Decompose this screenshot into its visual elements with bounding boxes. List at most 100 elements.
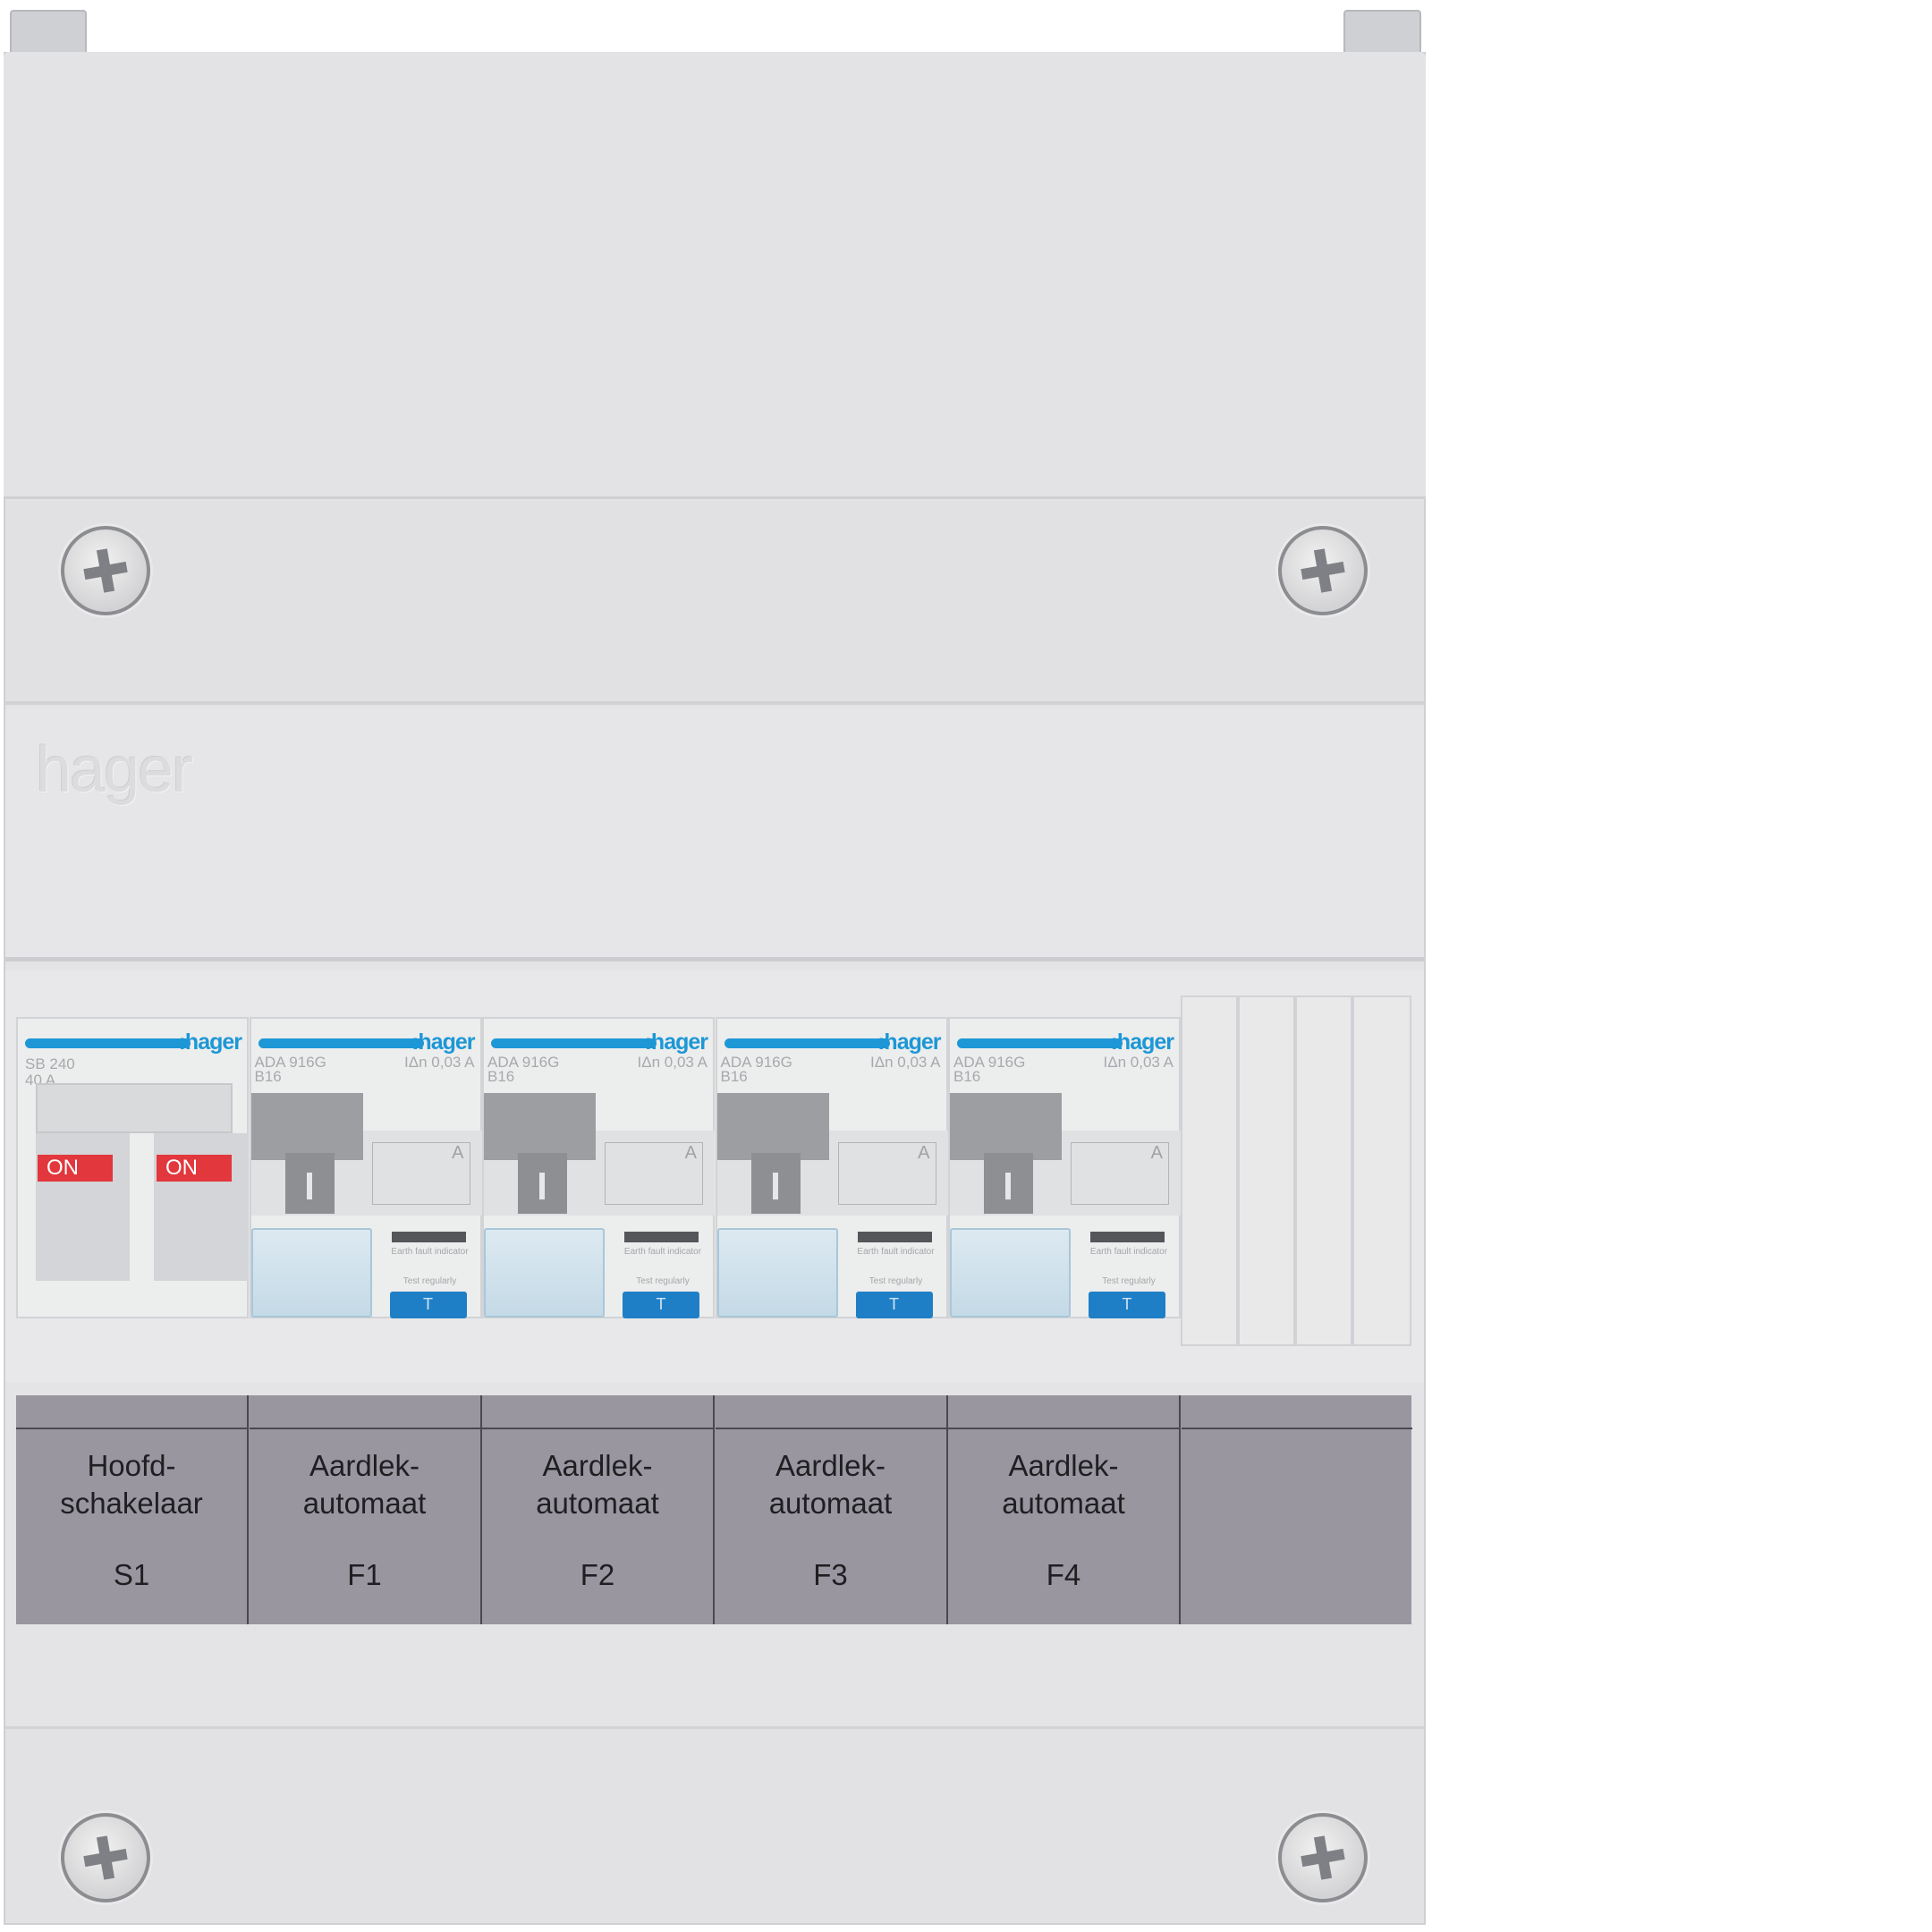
label-header — [482, 1395, 713, 1429]
breaker-lever[interactable] — [250, 1093, 363, 1160]
breaker-lever[interactable] — [716, 1093, 829, 1160]
test-button[interactable]: T — [623, 1292, 699, 1318]
label-header — [948, 1395, 1179, 1429]
test-label: Test regularly — [1102, 1276, 1156, 1286]
circuit-label: Aardlek- automaat F4 — [948, 1395, 1181, 1624]
curve-label: B16 — [720, 1068, 748, 1085]
screw-bottom-right — [1278, 1813, 1368, 1902]
label-id: F3 — [813, 1558, 848, 1591]
brand-bar — [491, 1038, 657, 1048]
model-label: ADA 916G — [720, 1054, 792, 1071]
label-line1: Hoofd- — [87, 1449, 176, 1482]
lever-stem[interactable] — [750, 1153, 801, 1214]
indicator-label: Earth fault indicator — [857, 1247, 935, 1257]
rcbo-module: :hager ADA 916G B16 IΔn 0,03 A A Earth f… — [482, 1017, 715, 1318]
indicator-label: Earth fault indicator — [623, 1247, 702, 1257]
wiring-diagram: A — [837, 1142, 936, 1205]
test-button[interactable]: T — [1089, 1292, 1165, 1318]
brand-bar — [25, 1038, 191, 1048]
label-line2: schakelaar — [60, 1487, 203, 1520]
breaker-lever[interactable] — [950, 1093, 1062, 1160]
class-label: A — [684, 1143, 697, 1163]
test-button[interactable]: T — [855, 1292, 933, 1318]
blank-slot — [1181, 996, 1238, 1346]
wiring-diagram: A — [605, 1142, 703, 1205]
rcbo-module: :hager ADA 916G B16 IΔn 0,03 A A Earth f… — [715, 1017, 948, 1318]
label-line2: automaat — [302, 1487, 427, 1520]
sensitivity-label: IΔn 0,03 A — [870, 1054, 941, 1071]
lever-stem[interactable] — [284, 1153, 335, 1214]
brand-bar — [258, 1038, 424, 1048]
blank-slot — [1238, 996, 1295, 1346]
model-label: ADA 916G — [254, 1054, 326, 1071]
screw-bottom-left — [61, 1813, 150, 1902]
sensitivity-label: IΔn 0,03 A — [404, 1054, 475, 1071]
class-label: A — [1150, 1143, 1163, 1163]
curve-label: B16 — [254, 1068, 282, 1085]
label-line1: Aardlek- — [775, 1449, 886, 1482]
brand-bar — [957, 1038, 1123, 1048]
label-header — [16, 1395, 247, 1429]
top-left-clip — [10, 10, 87, 55]
blank-slot — [1295, 996, 1352, 1346]
module-brand: :hager — [877, 1030, 941, 1055]
bottom-panel — [5, 1726, 1424, 1923]
label-window — [484, 1228, 605, 1318]
circuit-label: Aardlek- automaat F1 — [249, 1395, 482, 1624]
breaker-lever[interactable] — [484, 1093, 596, 1160]
label-id: S1 — [113, 1558, 150, 1591]
label-header — [249, 1395, 480, 1429]
wiring-diagram: A — [371, 1142, 470, 1205]
earth-fault-indicator — [391, 1232, 466, 1242]
module-brand: :hager — [411, 1030, 475, 1055]
rcbo-module: :hager ADA 916G B16 IΔn 0,03 A A Earth f… — [249, 1017, 482, 1318]
class-label: A — [452, 1143, 464, 1163]
lever-stem[interactable] — [518, 1153, 567, 1214]
class-label: A — [918, 1143, 930, 1163]
logo-panel — [5, 708, 1424, 962]
screw-top-left — [61, 526, 150, 615]
module-brand: :hager — [644, 1030, 708, 1055]
test-label: Test regularly — [402, 1276, 457, 1286]
module-brand: :hager — [1110, 1030, 1174, 1055]
label-strip: Hoofd- schakelaar S1 Aardlek- automaat F… — [16, 1395, 1412, 1624]
label-id: F2 — [580, 1558, 615, 1591]
label-window — [950, 1228, 1071, 1318]
screw-band — [5, 501, 1424, 705]
label-line2: automaat — [536, 1487, 659, 1520]
brand-bar — [724, 1038, 890, 1048]
main-switch-module: :hager SB 240 40 A ON ON — [16, 1017, 249, 1318]
wiring-diagram: A — [1071, 1142, 1169, 1205]
on-indicator-right: ON — [157, 1155, 232, 1182]
circuit-label: Hoofd- schakelaar S1 — [16, 1395, 249, 1624]
sensitivity-label: IΔn 0,03 A — [1103, 1054, 1174, 1071]
screw-top-right — [1278, 526, 1368, 615]
blank-slot — [1352, 996, 1411, 1346]
sensitivity-label: IΔn 0,03 A — [637, 1054, 708, 1071]
rcbo-module: :hager ADA 916G B16 IΔn 0,03 A A Earth f… — [948, 1017, 1181, 1318]
earth-fault-indicator — [1090, 1232, 1165, 1242]
switch-handle-bar[interactable] — [36, 1083, 233, 1133]
earth-fault-indicator — [624, 1232, 699, 1242]
top-right-clip — [1343, 10, 1421, 55]
test-label: Test regularly — [636, 1276, 690, 1286]
label-header — [1181, 1395, 1412, 1429]
indicator-label: Earth fault indicator — [391, 1247, 469, 1257]
model-label: SB 240 — [25, 1055, 75, 1072]
curve-label: B16 — [487, 1068, 515, 1085]
indicator-label: Earth fault indicator — [1089, 1247, 1168, 1257]
label-line1: Aardlek- — [309, 1449, 419, 1482]
label-window — [716, 1228, 838, 1318]
curve-label: B16 — [953, 1068, 981, 1085]
test-button[interactable]: T — [389, 1292, 467, 1318]
label-id: F1 — [347, 1558, 382, 1591]
on-indicator-left: ON — [38, 1155, 113, 1182]
model-label: ADA 916G — [953, 1054, 1026, 1071]
module-brand: :hager — [178, 1030, 242, 1055]
top-cover[interactable] — [4, 52, 1426, 499]
test-label: Test regularly — [869, 1276, 923, 1286]
hager-logo: hager — [36, 734, 193, 806]
lever-stem[interactable] — [984, 1153, 1033, 1214]
label-line1: Aardlek- — [542, 1449, 653, 1482]
earth-fault-indicator — [857, 1232, 932, 1242]
